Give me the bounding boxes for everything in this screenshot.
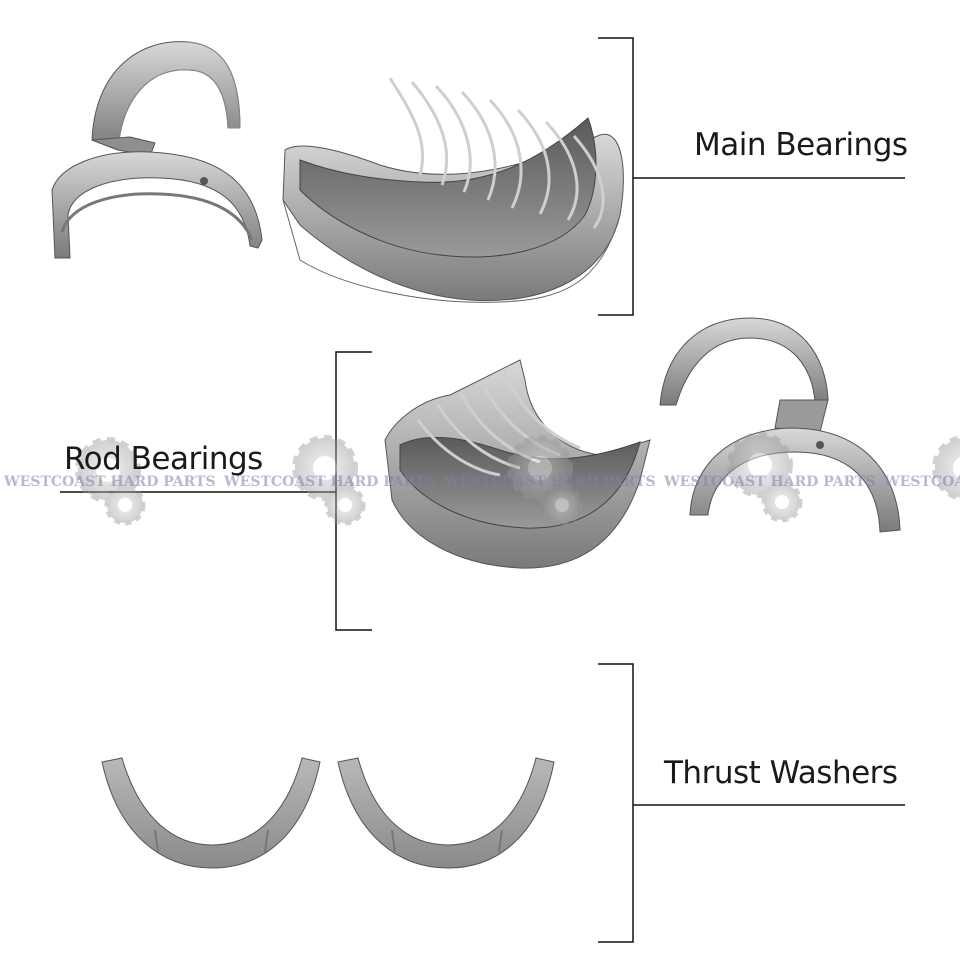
rod-bearing-shell-upper — [659, 317, 829, 433]
thrust-washer-right — [337, 757, 555, 869]
main-bearings-bracket — [598, 37, 905, 316]
main-bearing-stack — [282, 77, 624, 303]
main-bearing-shell-lower — [51, 151, 263, 259]
main-bearings-label: Main Bearings — [694, 127, 908, 163]
main-bearing-shell-upper — [91, 41, 241, 157]
thrust-washer-left — [101, 757, 321, 869]
rod-bearings-label: Rod Bearings — [64, 441, 263, 477]
thrust-washers-label: Thrust Washers — [664, 755, 898, 791]
thrust-washers-bracket — [598, 663, 905, 943]
watermark-gear-icons — [75, 432, 960, 526]
